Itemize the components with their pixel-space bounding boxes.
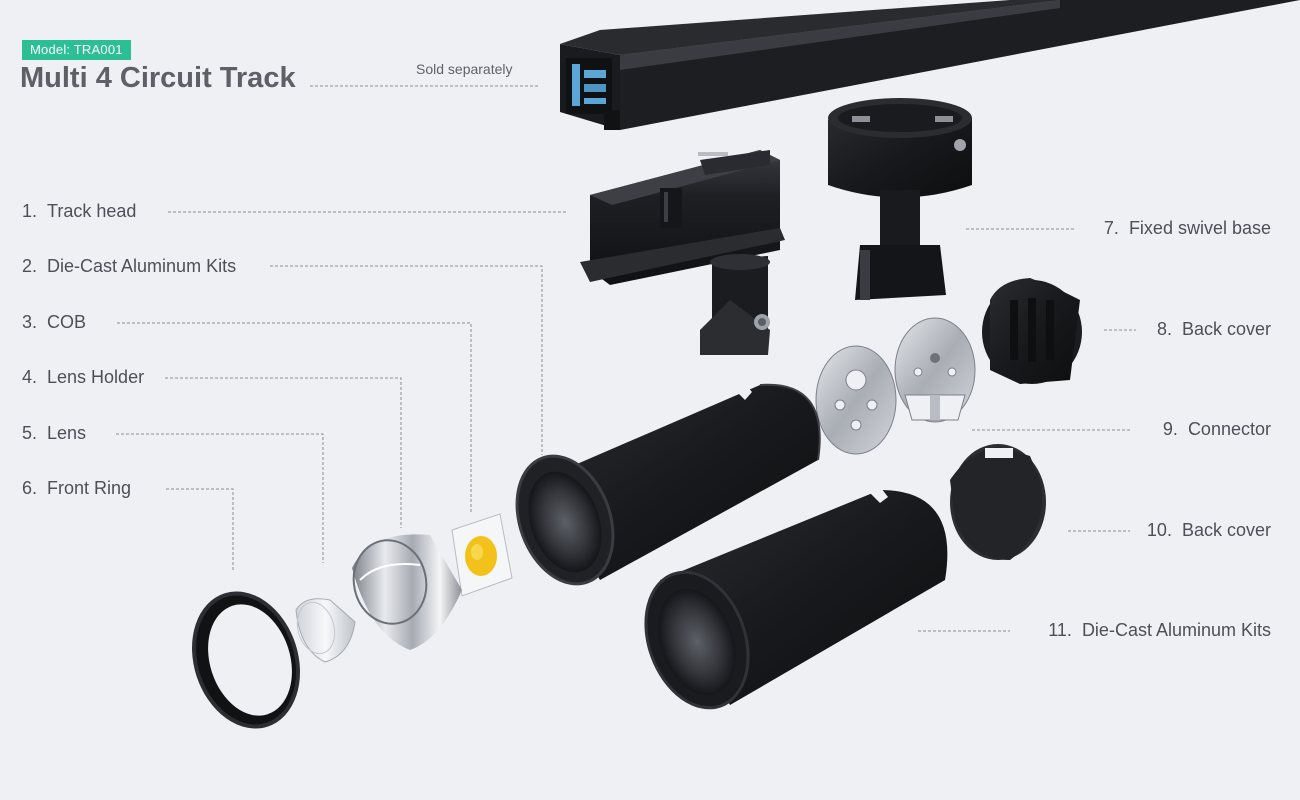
- model-badge: Model: TRA001: [22, 40, 131, 60]
- label-back-cover-8: 8.Back cover: [1156, 319, 1271, 339]
- label-cob: 3.COB: [22, 312, 87, 332]
- lens: [295, 598, 356, 663]
- sold-separately-note: Sold separately: [416, 61, 513, 77]
- leader-5: [116, 433, 324, 563]
- label-connector: 9.Connector: [1162, 419, 1271, 439]
- label-lens-holder: 4.Lens Holder: [22, 367, 145, 387]
- label-fixed-swivel-base: 7.Fixed swivel base: [1103, 218, 1271, 238]
- die-cast-body-2: [515, 380, 821, 586]
- leader-lines: [116, 85, 1136, 632]
- label-back-cover-10: 10.Back cover: [1146, 520, 1271, 540]
- front-ring: [192, 591, 300, 729]
- back-cover-8: [982, 278, 1082, 384]
- leader-4: [165, 377, 402, 528]
- label-lens: 5.Lens: [22, 423, 87, 443]
- track-head: [580, 150, 785, 355]
- page-title: Multi 4 Circuit Track: [20, 62, 296, 94]
- label-track-head: 1.Track head: [22, 201, 137, 221]
- fixed-swivel-base: [828, 98, 972, 300]
- lens-holder-reflector: [352, 534, 462, 650]
- leader-6: [166, 488, 234, 572]
- connector-plates: [815, 317, 976, 455]
- label-die-cast-kits-1: 2.Die-Cast Aluminum Kits: [22, 256, 237, 276]
- leader-2: [270, 265, 543, 455]
- label-front-ring: 6.Front Ring: [22, 478, 132, 498]
- cob-chip: [451, 513, 513, 597]
- track-rail: [560, 0, 1300, 130]
- label-die-cast-kits-11: 11.Die-Cast Aluminum Kits: [1048, 620, 1271, 640]
- back-cover-10: [950, 444, 1046, 560]
- die-cast-body-11: [644, 484, 948, 710]
- leader-3: [117, 322, 472, 514]
